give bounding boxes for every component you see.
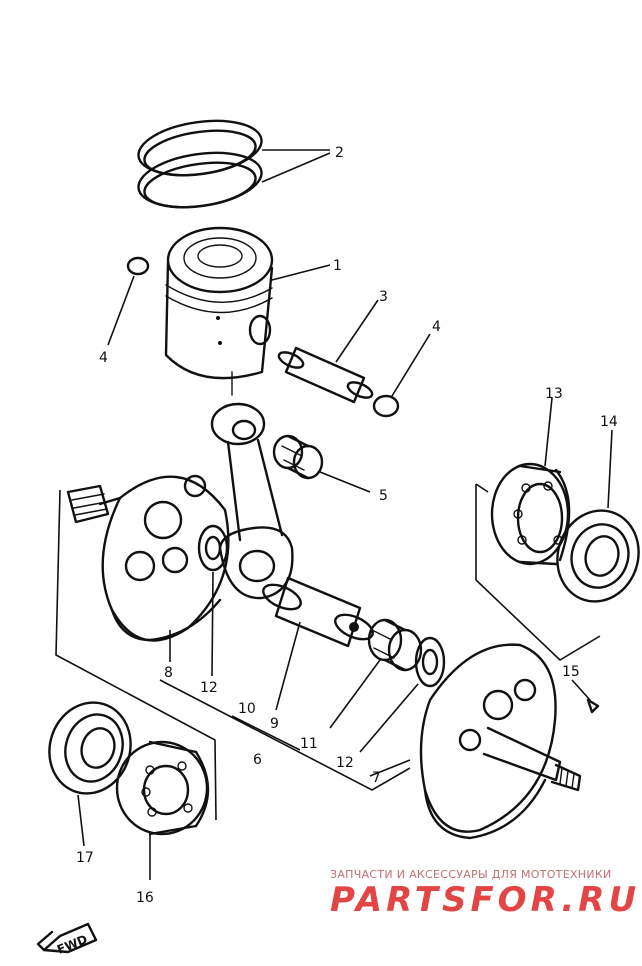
circlips xyxy=(107,256,431,418)
connecting-rod xyxy=(210,402,294,600)
woodruff-key xyxy=(571,679,600,714)
crank-pin xyxy=(262,576,374,711)
watermark-caption: ЗАПЧАСТИ И АКСЕССУАРЫ ДЛЯ МОТОТЕХНИКИ xyxy=(330,868,612,881)
assembly-bracket-lines xyxy=(55,483,601,821)
callout-13: 13 xyxy=(545,386,563,402)
callout-12a: 12 xyxy=(200,680,218,696)
callout-1: 1 xyxy=(333,258,342,274)
small-end-bearing xyxy=(272,434,371,493)
callout-11: 11 xyxy=(300,736,318,752)
callout-4a: 4 xyxy=(99,350,108,366)
oil-seal-right xyxy=(556,429,640,603)
callout-4b: 4 xyxy=(432,319,441,335)
piston xyxy=(164,226,331,396)
fwd-arrow-icon: FWD xyxy=(36,922,98,957)
callout-labels: 1 2 3 4 4 5 6 7 8 9 10 11 12 12 12 13 14… xyxy=(76,145,618,906)
callout-9: 9 xyxy=(270,716,279,732)
thrust-washer-right xyxy=(359,636,446,753)
callout-2: 2 xyxy=(335,145,344,161)
main-bearing-left xyxy=(115,740,210,880)
callout-7: 7 xyxy=(372,770,381,786)
piston-pin xyxy=(277,299,379,404)
big-end-bearing xyxy=(329,618,423,729)
oil-seal-left xyxy=(48,701,132,847)
callout-17: 17 xyxy=(76,850,94,866)
callout-3: 3 xyxy=(379,289,388,305)
callout-6: 6 xyxy=(253,752,262,768)
callout-15: 15 xyxy=(562,664,580,680)
callout-5: 5 xyxy=(379,488,388,504)
callout-16: 16 xyxy=(136,890,154,906)
callout-10: 10 xyxy=(238,701,256,717)
watermark-brand: PARTSFOR.RU xyxy=(330,880,641,920)
callout-12b: 12 xyxy=(336,755,354,771)
callout-14: 14 xyxy=(600,414,618,430)
main-bearing-right xyxy=(490,397,571,566)
thrust-washer-left xyxy=(197,524,229,677)
crank-right xyxy=(369,643,582,840)
crank-left xyxy=(66,474,230,662)
callout-8: 8 xyxy=(164,665,173,681)
piston-rings xyxy=(137,119,331,209)
